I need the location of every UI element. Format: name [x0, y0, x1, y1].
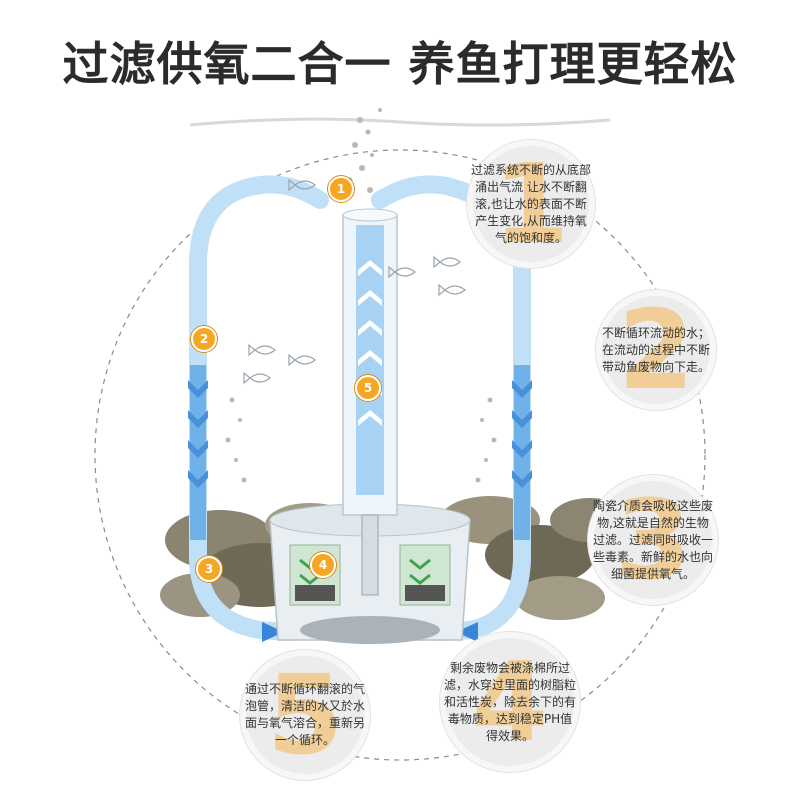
marker-2: 2: [191, 326, 217, 352]
callout-5-number: 5: [266, 651, 344, 779]
water-surface: [189, 117, 611, 127]
callout-2-text: 不断循环流动的水；在流动的过程中不断带动鱼废物向下走。: [601, 325, 710, 374]
callout-5: 5 通过不断循环翻滚的气泡管，清洁的水又於水面与氧气溶合，重新另一个循环。: [240, 650, 370, 780]
bottom-arrows: [262, 622, 478, 642]
marker-1: 1: [328, 176, 354, 202]
downflow-right: [512, 365, 532, 540]
marker-5: 5: [355, 375, 381, 401]
page-title: 过滤供氧二合一 养鱼打理更轻松: [62, 37, 738, 91]
callout-1: 1 过滤系统不断的从底部涌出气流 让水不断翻滚,也让水的表面不断产生变化,从而维…: [467, 140, 595, 268]
fish-icons: [243, 178, 466, 385]
callout-5-text: 通过不断循环翻滚的气泡管，清洁的水又於水面与氧气溶合，重新另一个循环。: [244, 682, 365, 747]
callout-4-text: 剩余废物会被涤棉所过滤，水穿过里面的树脂粒和活性炭，除去余下的有毒物质，达到稳定…: [444, 660, 577, 743]
marker-3: 3: [196, 556, 222, 582]
callout-1-number: 1: [492, 140, 570, 268]
cycle-circle: [94, 149, 706, 761]
downflow-left: [188, 365, 208, 540]
callout-3-text: 陶瓷介质会吸收这些废物,这就是自然的生物过滤。过滤同时吸收一些毒素。新鲜的水也向…: [592, 498, 713, 581]
marker-4: 4: [310, 552, 336, 578]
callout-2-number: 2: [617, 286, 695, 414]
callout-4-number: 4: [471, 638, 549, 766]
callout-1-text: 过滤系统不断的从底部涌出气流 让水不断翻滚,也让水的表面不断产生变化,从而维持氧…: [471, 162, 592, 245]
callout-2: 2 不断循环流动的水；在流动的过程中不断带动鱼废物向下走。: [596, 290, 716, 410]
callout-3: 3 陶瓷介质会吸收这些废物,这就是自然的生物过滤。过滤同时吸收一些毒素。新鲜的水…: [588, 475, 718, 605]
callout-4: 4 剩余废物会被涤棉所过滤，水穿过里面的树脂粒和活性炭，除去余下的有毒物质，达到…: [440, 632, 580, 772]
callout-3-number: 3: [614, 476, 692, 604]
